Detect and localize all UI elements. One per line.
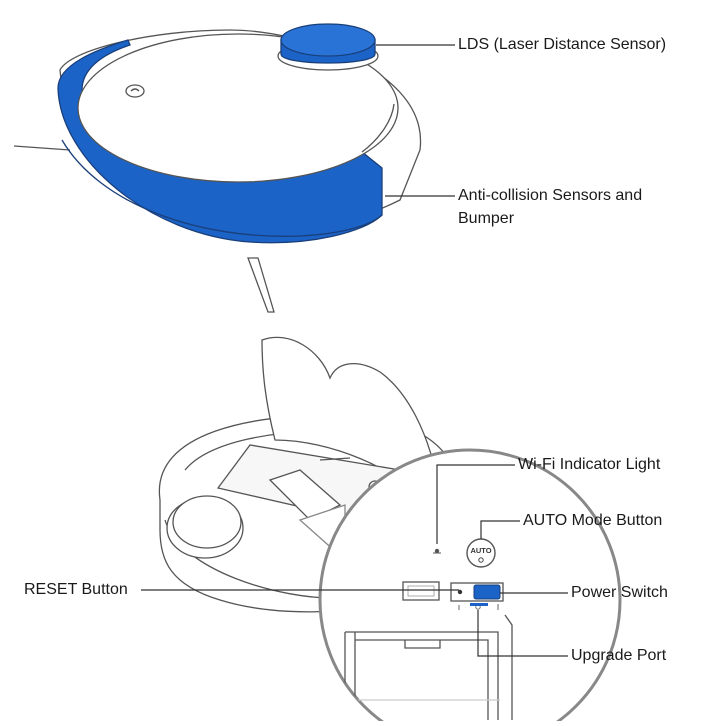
reset-button[interactable] (402, 581, 440, 601)
side-brush-left (13, 145, 71, 151)
wifi-indicator-light (433, 548, 441, 554)
open-lid (261, 336, 441, 501)
leader-wifi (436, 464, 515, 544)
label-auto: AUTO Mode Button (523, 512, 663, 529)
power-symbol-icon (478, 557, 484, 563)
upgrade-port (470, 603, 488, 606)
leader-auto (480, 520, 520, 539)
logo-icon (125, 84, 145, 98)
leader-lines (141, 44, 568, 657)
reset-pinhole[interactable] (457, 589, 463, 595)
power-switch[interactable] (473, 584, 501, 600)
label-wifi: Wi-Fi Indicator Light (518, 456, 661, 473)
top-robot-illustration (13, 23, 422, 313)
label-anticollision-line1: Anti-collision Sensors and (458, 187, 643, 204)
label-upgrade: Upgrade Port (571, 647, 667, 664)
label-reset: RESET Button (24, 581, 128, 598)
leader-upgrade (477, 610, 568, 657)
label-anticollision-line2: Bumper (458, 210, 515, 227)
auto-button-text: AUTO (470, 546, 491, 555)
auto-mode-button[interactable]: AUTO (466, 538, 496, 568)
label-power: Power Switch (571, 584, 668, 601)
zoom-detail: AUTO (298, 448, 622, 726)
robot-top-cover (77, 33, 399, 183)
side-brush-bottom (247, 257, 275, 313)
label-lds: LDS (Laser Distance Sensor) (458, 36, 667, 53)
